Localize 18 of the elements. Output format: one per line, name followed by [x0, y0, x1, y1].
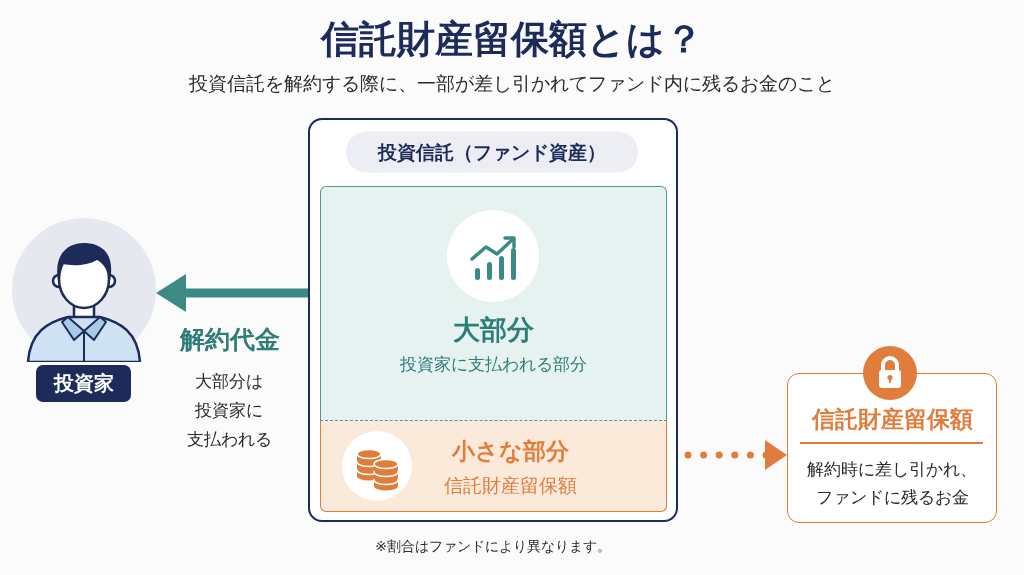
name-badge: 投資家	[36, 365, 131, 402]
note-text: 大部分は投資家に支払われる	[185, 370, 273, 451]
box-text: 解約時に差し引かれ、ファンドに残るお金	[806, 459, 978, 509]
upper-section	[320, 186, 667, 421]
heading-pill: 投資信託（ファンド資産）	[346, 131, 638, 173]
lower-section	[320, 421, 667, 512]
subtitle: 投資信託を解約する際に、一部が差し引かれてファンド内に残るお金のこと	[189, 71, 835, 95]
box-heading: 信託財産留保額	[811, 406, 973, 434]
arrow	[156, 274, 308, 312]
section-text: 信託財産留保額	[443, 473, 577, 497]
section-text: 投資家に支払われる部分	[399, 353, 587, 375]
fund-box	[308, 118, 678, 522]
info-box	[787, 373, 997, 523]
section-heading: 小さな部分	[451, 438, 569, 466]
title: 信託財産留保額とは？	[321, 17, 703, 63]
person-illustration	[12, 218, 156, 362]
footnote: ※割合はファンドにより異なります。	[375, 537, 611, 555]
section-heading: 大部分	[452, 313, 534, 347]
